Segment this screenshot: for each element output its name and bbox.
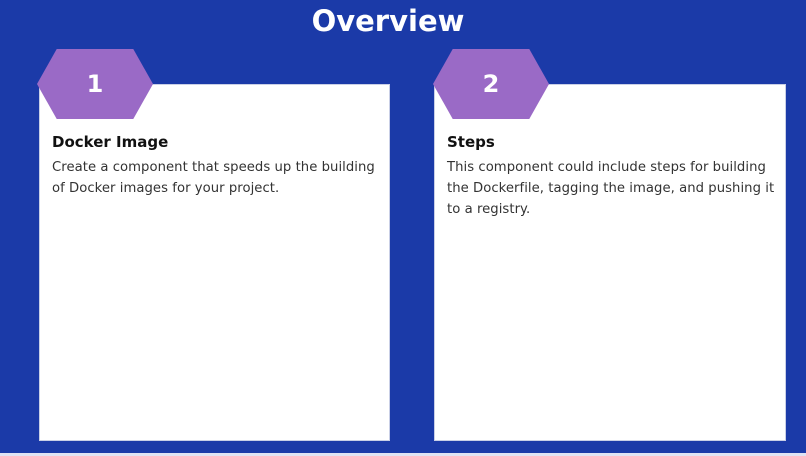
page-title: Overview <box>311 4 465 38</box>
bottom-divider <box>0 453 806 456</box>
card-docker-image: Docker Image Create a component that spe… <box>39 84 390 441</box>
step-number-badge: 1 <box>37 49 153 119</box>
card-heading: Steps <box>447 133 495 151</box>
card-body: This component could include steps for b… <box>447 160 775 217</box>
step-number-badge: 2 <box>433 49 549 119</box>
card-heading: Docker Image <box>52 133 169 151</box>
card-body: Create a component that speeds up the bu… <box>52 160 375 196</box>
card-steps: Steps This component could include steps… <box>434 84 786 441</box>
